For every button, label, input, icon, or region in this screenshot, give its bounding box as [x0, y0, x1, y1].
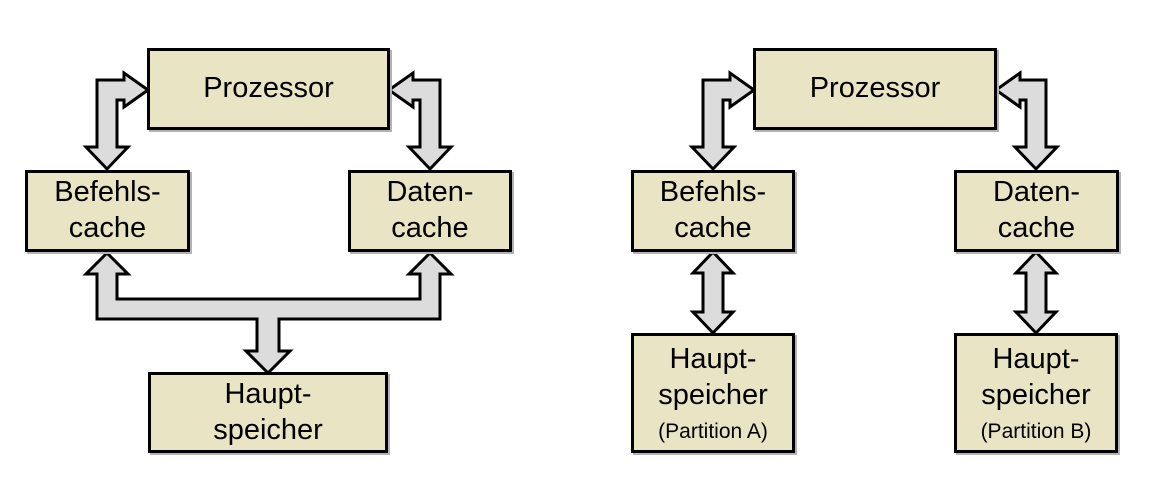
- arrow-right-datencache-partition-b: [1012, 249, 1060, 336]
- left-hauptspeicher-box: Haupt- speicher: [148, 372, 388, 453]
- right-prozessor-label: Prozessor: [809, 72, 941, 105]
- left-hauptspeicher-label: Haupt- speicher: [213, 377, 323, 446]
- left-datencache-box: Daten- cache: [348, 170, 512, 252]
- arrow-right-befehlscache-partition-a: [689, 249, 737, 336]
- arrow-left-prozessor-befehlscache: [82, 70, 151, 172]
- right-befehlscache-box: Befehls- cache: [631, 170, 795, 252]
- right-datencache-label: Daten- cache: [992, 176, 1081, 244]
- right-hauptspeicher-b-label: Haupt- speicher: [981, 342, 1091, 411]
- left-prozessor-box: Prozessor: [147, 48, 390, 130]
- right-hauptspeicher-a-label: Haupt- speicher: [658, 342, 768, 411]
- right-hauptspeicher-partition-b-box: Haupt- speicher (Partition B): [954, 333, 1118, 453]
- right-datencache-box: Daten- cache: [954, 170, 1119, 252]
- left-befehlscache-label: Befehls- cache: [54, 176, 161, 244]
- right-befehlscache-label: Befehls- cache: [659, 176, 767, 244]
- right-prozessor-box: Prozessor: [753, 48, 997, 130]
- arrow-left-prozessor-datencache: [386, 70, 455, 172]
- arrow-right-prozessor-befehlscache: [688, 70, 757, 172]
- right-hauptspeicher-b-sublabel: (Partition B): [980, 419, 1092, 443]
- right-hauptspeicher-partition-a-box: Haupt- speicher (Partition A): [631, 333, 795, 453]
- right-hauptspeicher-a-sublabel: (Partition A): [658, 419, 768, 443]
- left-prozessor-label: Prozessor: [203, 72, 334, 105]
- left-datencache-label: Daten- cache: [386, 176, 474, 244]
- arrow-right-prozessor-datencache: [993, 70, 1061, 172]
- left-befehlscache-box: Befehls- cache: [25, 170, 190, 252]
- arrow-left-hauptspeicher-caches: [82, 250, 455, 376]
